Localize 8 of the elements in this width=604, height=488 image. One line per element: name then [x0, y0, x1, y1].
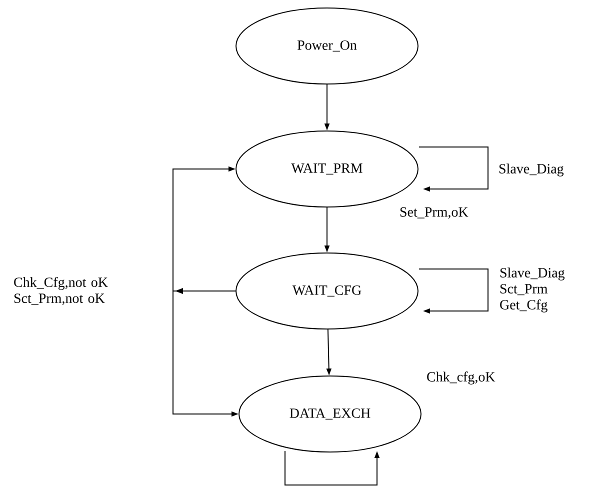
- edge-label: Chk_Cfg,not oK Sct_Prm,not oK: [14, 277, 108, 305]
- transition-note: Set_Prm,oK: [400, 207, 468, 219]
- arrow: [172, 166, 236, 294]
- loop-arrow: [418, 268, 488, 314]
- edge-label: Slave_Diag: [499, 164, 564, 176]
- loop-arrow: [418, 146, 488, 192]
- edge-label: Slave_Diag Sct_Prm Get_Cfg: [500, 268, 565, 312]
- transition-note: Chk_cfg,oK: [427, 372, 496, 384]
